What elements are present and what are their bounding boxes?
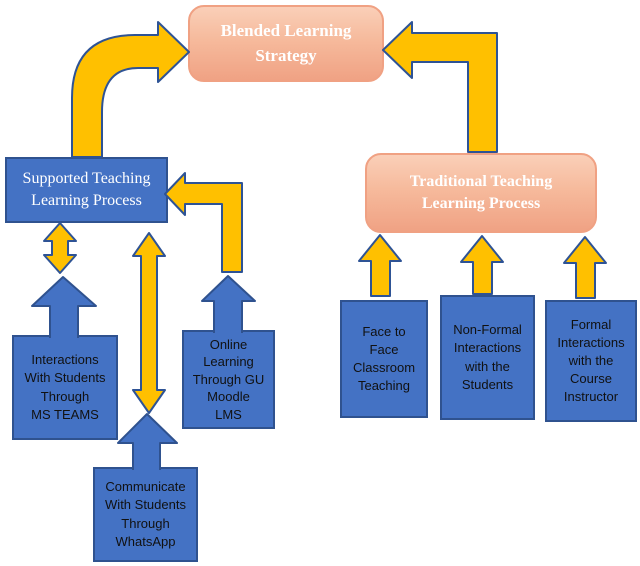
gold-arrow-face-to-traditional-icon bbox=[358, 234, 402, 297]
node-label: Blended Learning Strategy bbox=[220, 20, 352, 65]
node-label: Face to Face Classroom Teaching bbox=[352, 323, 416, 394]
node-label: Formal Interactions with the Course Inst… bbox=[557, 316, 625, 405]
blue-arrow-moodle-up-icon bbox=[201, 275, 256, 333]
node-traditional-teaching-process: Traditional Teaching Learning Process bbox=[365, 153, 597, 233]
node-label: Traditional Teaching Learning Process bbox=[409, 172, 553, 212]
node-label: Supported Teaching Learning Process bbox=[22, 170, 151, 209]
node-label: Non-Formal Interactions with the Student… bbox=[453, 322, 522, 392]
gold-arrow-formal-to-traditional-icon bbox=[563, 236, 607, 299]
double-arrow-supported-teams-icon bbox=[43, 222, 77, 274]
node-formal-interactions: Formal Interactions with the Course Inst… bbox=[545, 300, 637, 422]
elbow-arrow-moodle-to-supported-icon bbox=[164, 172, 243, 273]
double-arrow-supported-whatsapp-icon bbox=[132, 232, 166, 414]
node-ms-teams-interactions: Interactions With Students Through MS TE… bbox=[12, 335, 118, 440]
gold-arrow-nonformal-to-traditional-icon bbox=[460, 235, 504, 295]
blue-arrow-whatsapp-up-icon bbox=[117, 413, 178, 470]
blue-arrow-teams-up-icon bbox=[31, 276, 97, 338]
node-face-to-face-teaching: Face to Face Classroom Teaching bbox=[340, 300, 428, 418]
node-label: Online Learning Through GU Moodle LMS bbox=[192, 336, 265, 422]
elbow-arrow-traditional-to-blended-icon bbox=[382, 21, 498, 153]
curved-arrow-supported-to-blended-icon bbox=[71, 21, 190, 158]
node-label: Communicate With Students Through WhatsA… bbox=[105, 479, 186, 549]
node-supported-teaching-process: Supported Teaching Learning Process bbox=[5, 157, 168, 223]
node-moodle-online-learning: Online Learning Through GU Moodle LMS bbox=[182, 330, 275, 429]
node-label: Interactions With Students Through MS TE… bbox=[24, 352, 106, 422]
node-blended-learning-strategy: Blended Learning Strategy bbox=[188, 5, 384, 82]
node-nonformal-interactions: Non-Formal Interactions with the Student… bbox=[440, 295, 535, 420]
node-whatsapp-communication: Communicate With Students Through WhatsA… bbox=[93, 467, 198, 562]
